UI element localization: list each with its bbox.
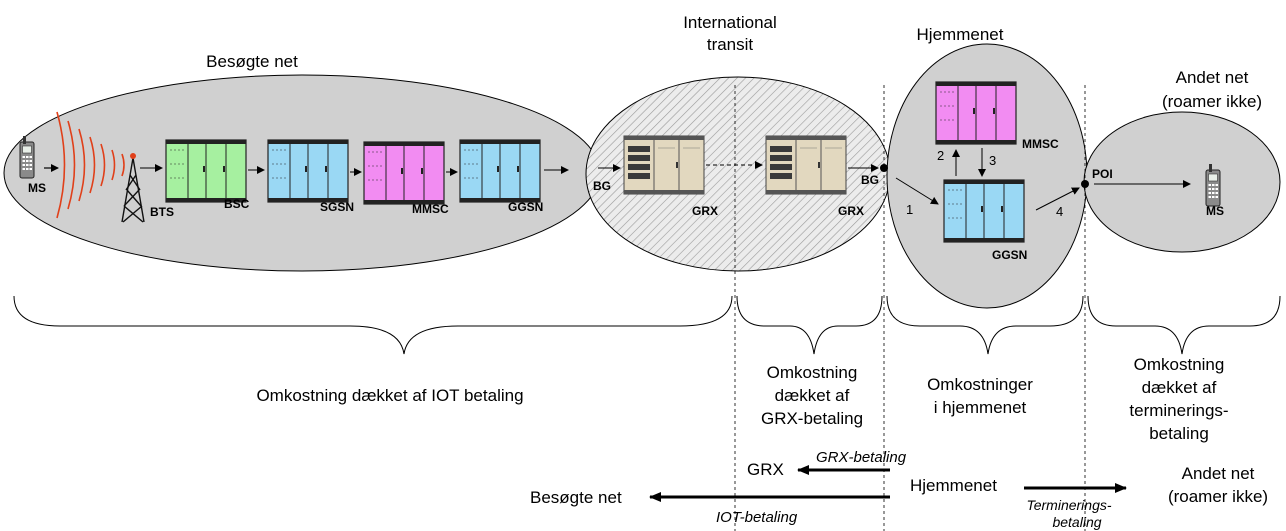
region-label-visited: Besøgte net <box>206 52 298 71</box>
payment-term-betaling-line2: betaling <box>1052 514 1101 530</box>
node-label-grx-left: GRX <box>692 204 718 218</box>
grx-left-router-icon <box>623 135 705 195</box>
node-label-ms-right: MS <box>1206 204 1224 218</box>
cost-label-grx-line2: dækket af <box>775 386 850 405</box>
boundary-lines <box>734 85 1086 531</box>
step-number-4: 4 <box>1056 204 1063 219</box>
cost-label-grx-line1: Omkostning <box>767 363 858 382</box>
step-number-1: 1 <box>906 202 913 217</box>
mobile-station-right-icon <box>1205 163 1221 207</box>
cost-label-term-line4: betaling <box>1149 424 1209 443</box>
node-label-bts: BTS <box>150 205 174 219</box>
payment-grx-label: GRX <box>747 460 784 479</box>
cost-label-iot: Omkostning dækket af IOT betaling <box>256 386 523 405</box>
region-label-transit-line2: transit <box>707 35 754 54</box>
region-label-home: Hjemmenet <box>917 25 1004 44</box>
cost-label-home-line2: i hjemmenet <box>934 398 1027 417</box>
radio-waves-icon <box>56 111 125 219</box>
cost-label-term-line3: terminerings- <box>1129 401 1228 420</box>
region-label-transit-line1: International <box>683 13 777 32</box>
mmsc-home-equipment-icon <box>935 81 1017 145</box>
node-label-mmsc-visited: MMSC <box>412 202 449 216</box>
cost-label-term-line1: Omkostning <box>1134 355 1225 374</box>
node-label-bg-right: BG <box>861 173 879 187</box>
sgsn-equipment-icon <box>267 139 349 203</box>
node-label-mmsc-home: MMSC <box>1022 137 1059 151</box>
region-label-other-line1: Andet net <box>1176 68 1249 87</box>
payment-other-label-line1: Andet net <box>1182 464 1255 483</box>
grx-right-router-icon <box>765 135 847 195</box>
mobile-station-left-icon <box>19 135 35 179</box>
node-label-grx-right: GRX <box>838 204 864 218</box>
poi-connection-point <box>1081 180 1089 188</box>
payment-grx-betaling-label: GRX-betaling <box>816 449 907 466</box>
region-label-other-line2: (roamer ikke) <box>1162 92 1262 111</box>
cost-label-home-line1: Omkostninger <box>927 375 1033 394</box>
cost-braces <box>13 295 1281 355</box>
step-number-2: 2 <box>937 148 944 163</box>
payment-home-label: Hjemmenet <box>910 476 997 495</box>
node-label-ggsn-home: GGSN <box>992 248 1027 262</box>
ggsn-home-equipment-icon <box>943 179 1025 243</box>
node-label-poi: POI <box>1092 167 1113 181</box>
node-label-sgsn: SGSN <box>320 200 354 214</box>
node-label-bsc: BSC <box>224 197 250 211</box>
cost-label-term-line2: dækket af <box>1142 378 1217 397</box>
other-network-cloud <box>1083 111 1281 253</box>
payment-term-betaling-line1: Terminerings- <box>1026 497 1111 513</box>
payment-iot-betaling-label: IOT-betaling <box>716 509 798 526</box>
node-label-ms-left: MS <box>28 181 46 195</box>
payment-other-label-line2: (roamer ikke) <box>1168 487 1268 506</box>
node-label-ggsn-visited: GGSN <box>508 200 543 214</box>
payment-visited-label: Besøgte net <box>530 488 622 507</box>
bg-connection-point <box>880 164 888 172</box>
bts-tower-icon <box>121 153 145 223</box>
cost-label-grx-line3: GRX-betaling <box>761 409 863 428</box>
bsc-equipment-icon <box>165 139 247 203</box>
ggsn-visited-equipment-icon <box>459 139 541 203</box>
mmsc-visited-equipment-icon <box>363 141 445 205</box>
step-number-3: 3 <box>989 153 996 168</box>
node-label-bg-left: BG <box>593 179 611 193</box>
